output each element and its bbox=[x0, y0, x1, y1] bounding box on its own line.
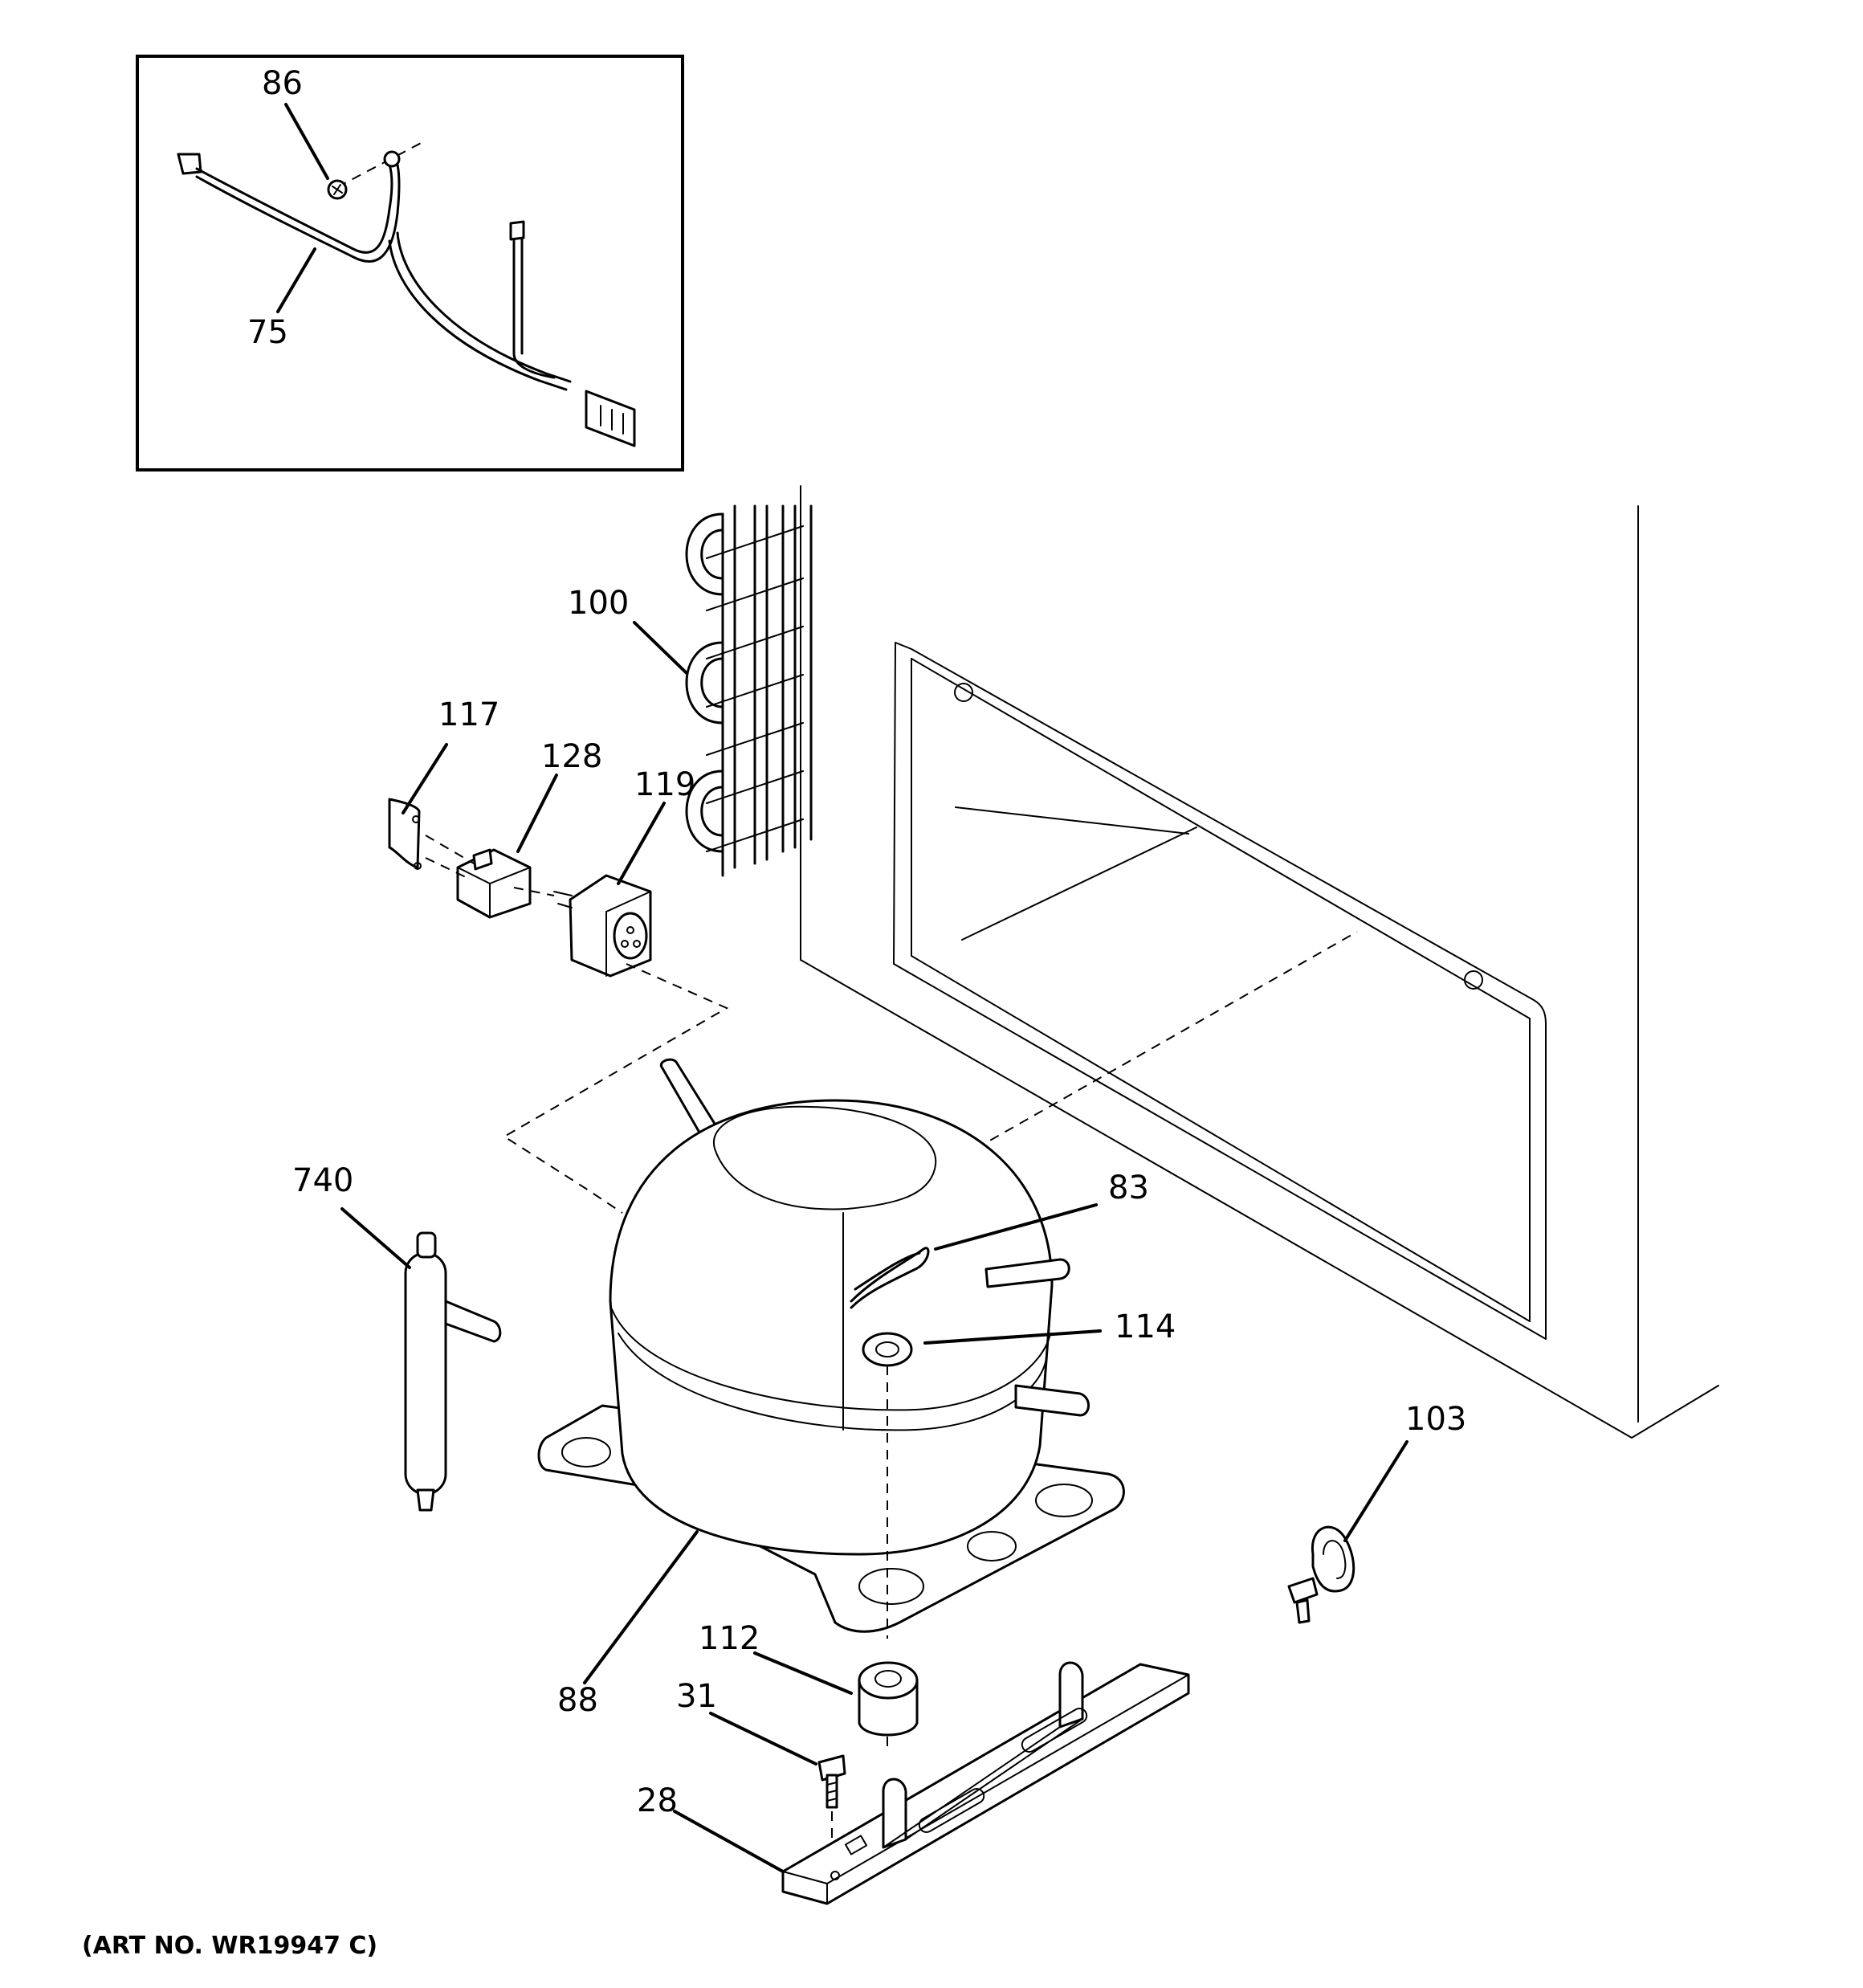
art-number: (ART NO. WR19947 C) bbox=[82, 1932, 377, 1960]
callout-28: 28 bbox=[637, 1782, 678, 1819]
relay-overload-group bbox=[388, 743, 729, 1214]
callout-740: 740 bbox=[292, 1162, 353, 1199]
compressor-88 bbox=[537, 1058, 1125, 1751]
callout-86: 86 bbox=[262, 65, 303, 102]
callout-75: 75 bbox=[247, 314, 288, 351]
callout-83: 83 bbox=[1108, 1170, 1149, 1206]
callout-112: 112 bbox=[699, 1620, 760, 1657]
bracket-28 bbox=[673, 1661, 1190, 1905]
drier-740 bbox=[340, 1207, 502, 1512]
condenser-coil bbox=[633, 504, 813, 877]
callout-103: 103 bbox=[1405, 1401, 1466, 1438]
callout-114: 114 bbox=[1115, 1308, 1176, 1345]
callout-31: 31 bbox=[676, 1678, 717, 1715]
grommet-112 bbox=[753, 1651, 919, 1737]
callout-119: 119 bbox=[634, 766, 695, 803]
callout-117: 117 bbox=[438, 696, 499, 733]
callout-100: 100 bbox=[568, 585, 629, 622]
callout-88: 88 bbox=[557, 1682, 598, 1719]
screw-31 bbox=[709, 1712, 846, 1872]
screw-86-icon bbox=[327, 179, 348, 200]
cabinet-rear bbox=[800, 485, 1719, 1439]
callout-128: 128 bbox=[541, 738, 602, 775]
clamp-103 bbox=[1287, 1440, 1408, 1624]
inset-wiring-harness bbox=[136, 55, 684, 471]
